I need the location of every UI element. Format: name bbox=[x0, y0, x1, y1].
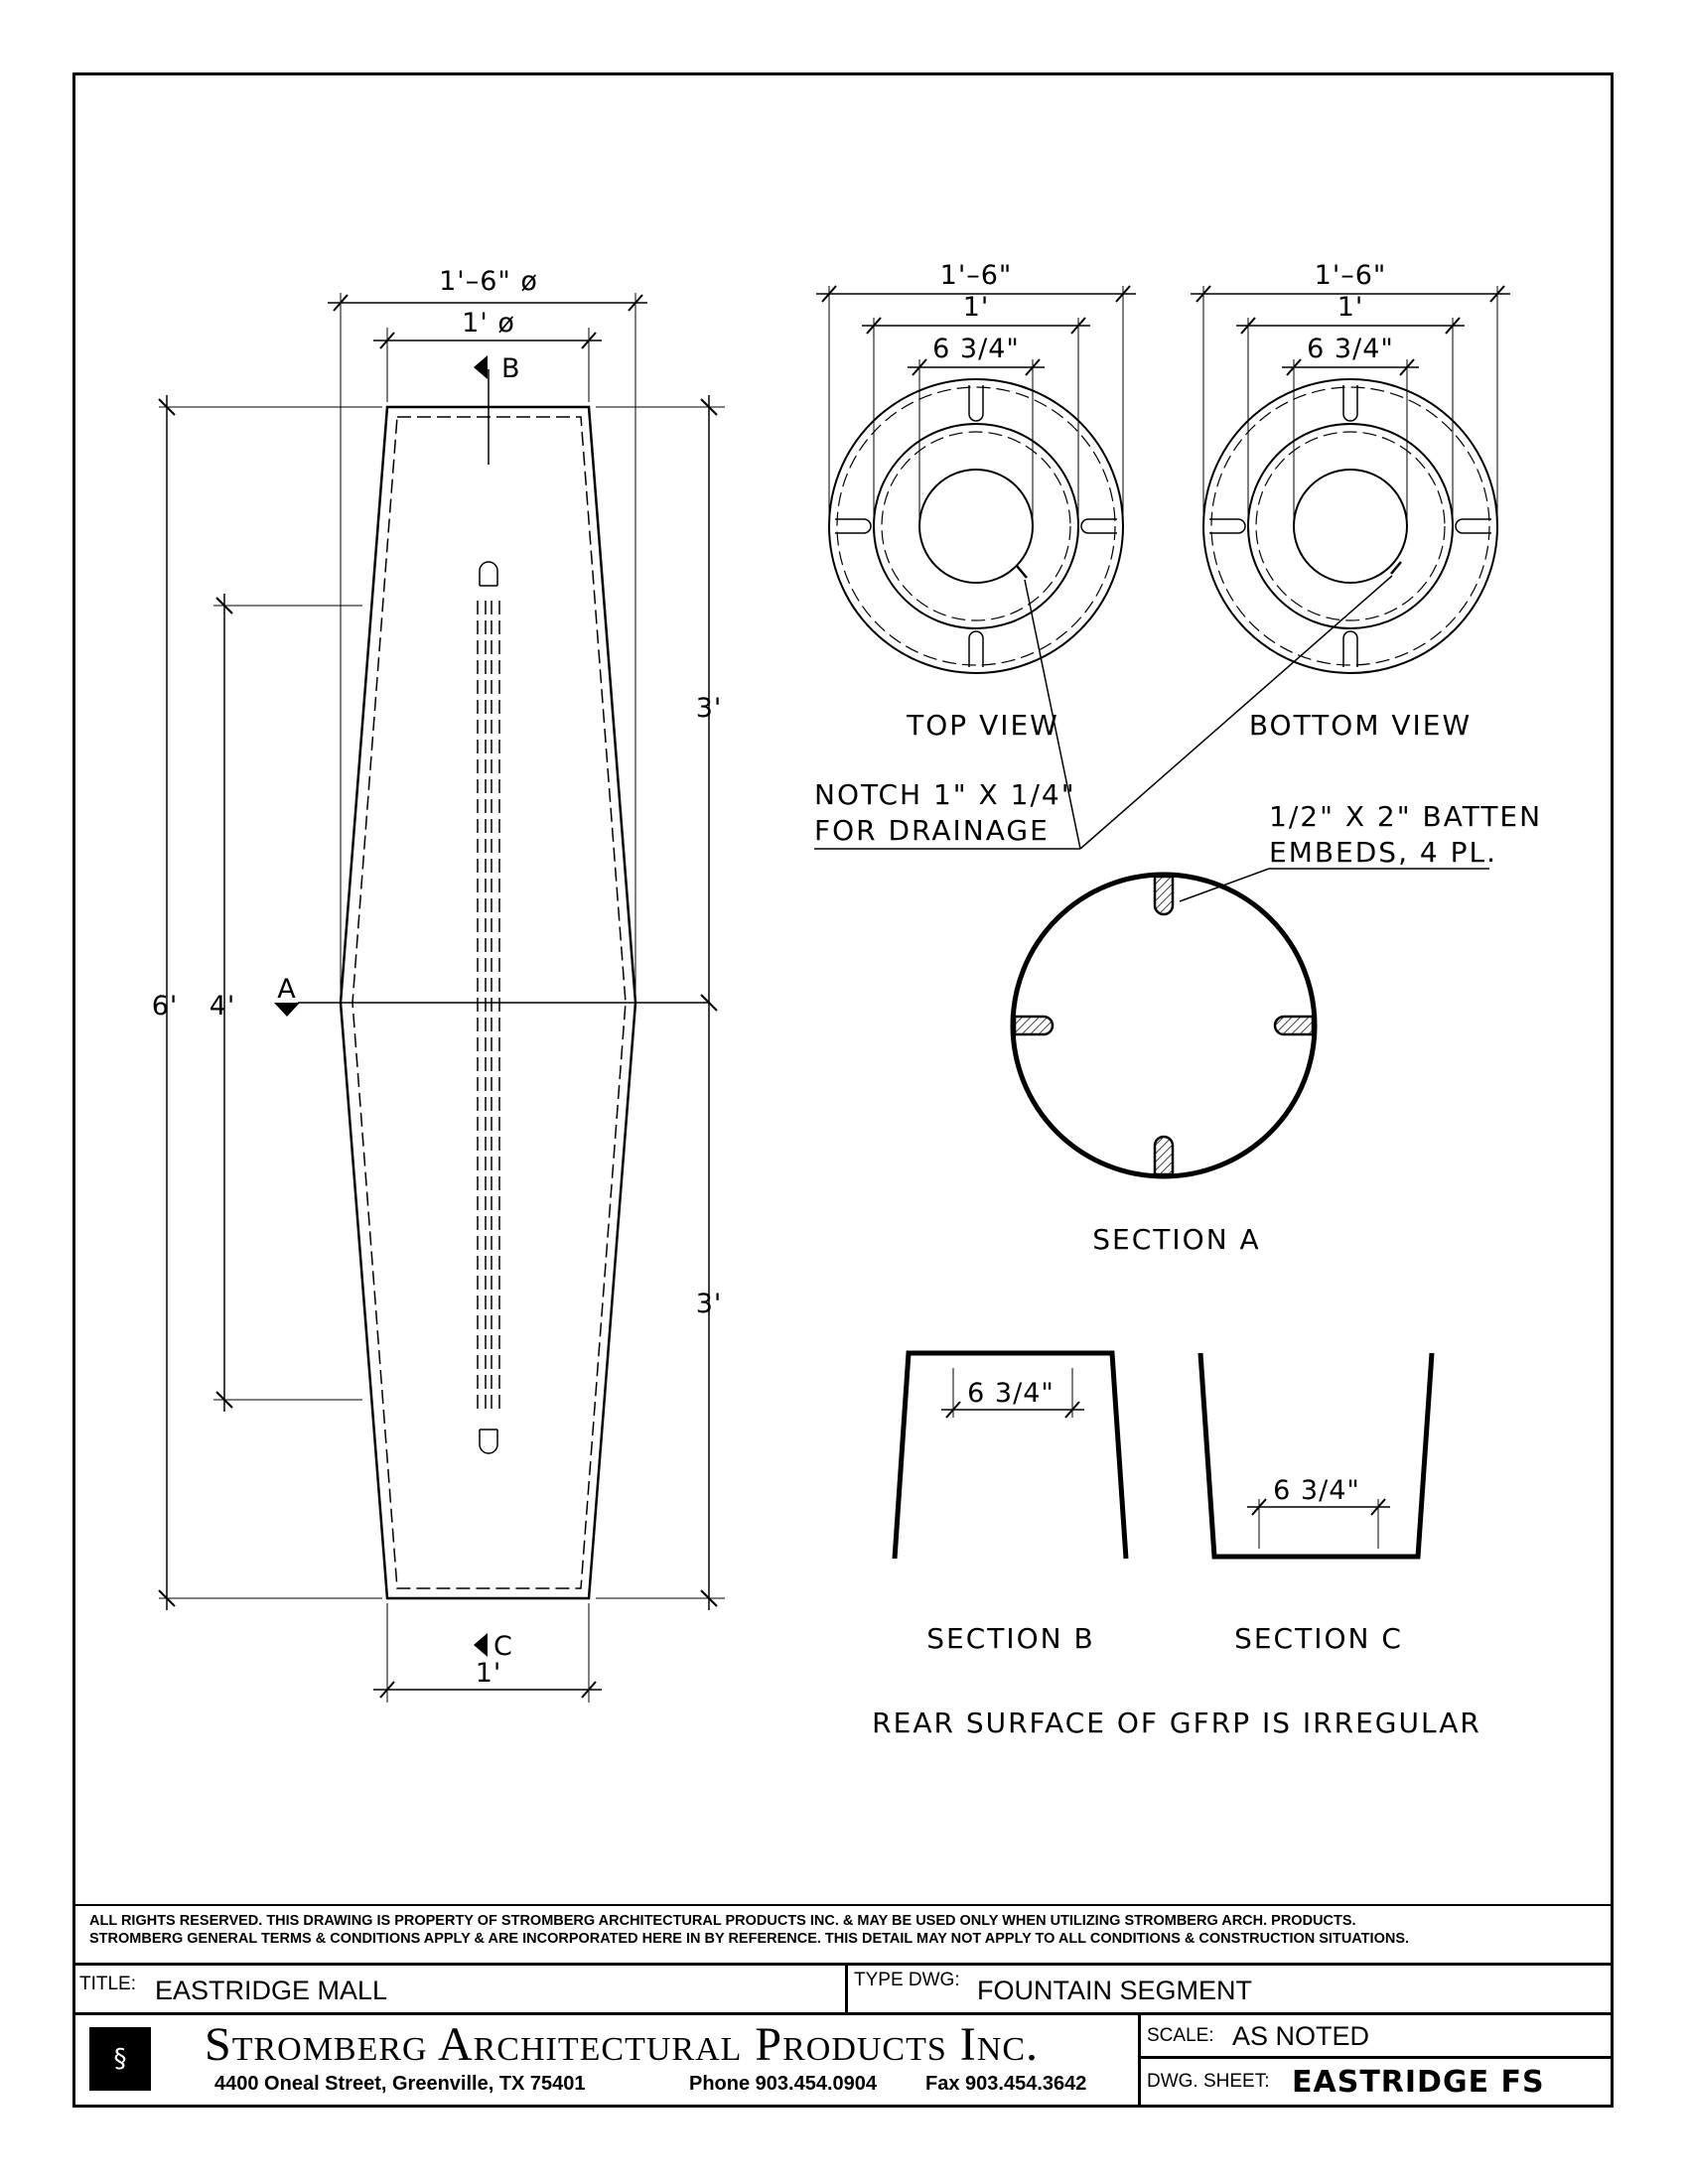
company-row: § Stromberg Architectural Products Inc. … bbox=[75, 2015, 1611, 2105]
bottom-dim-mid: 1' bbox=[1337, 292, 1364, 323]
company-address: 4400 Oneal Street, Greenville, TX 75401 bbox=[214, 2073, 586, 2095]
section-a-label: SECTION A bbox=[1092, 1223, 1260, 1256]
bottom-view-label: BOTTOM VIEW bbox=[1249, 709, 1472, 742]
batten-note-line2: EMBEDS, 4 PL. bbox=[1269, 836, 1497, 869]
scale-caption: SCALE: bbox=[1147, 2025, 1214, 2046]
batten-slot bbox=[479, 561, 498, 586]
drawing-border bbox=[72, 72, 1614, 2108]
notch-note-line1: NOTCH 1" X 1/4" bbox=[814, 778, 1076, 811]
bottom-view bbox=[1191, 285, 1510, 674]
legal-notice: ALL RIGHTS RESERVED. THIS DRAWING IS PRO… bbox=[75, 1904, 1611, 1966]
top-view-label: TOP VIEW bbox=[906, 709, 1059, 742]
top-dim-outer: 1'–6" bbox=[940, 260, 1013, 291]
section-a-letter: A bbox=[277, 974, 296, 1005]
section-c-dim: 6 3/4" bbox=[1273, 1475, 1360, 1506]
dim-bottom: 1' bbox=[476, 1658, 502, 1689]
sheet-caption: DWG. SHEET: bbox=[1147, 2071, 1270, 2092]
title-row: TITLE: EASTRIDGE MALL TYPE DWG: FOUNTAIN… bbox=[75, 1966, 1611, 2015]
title-cell: TITLE: EASTRIDGE MALL bbox=[75, 1966, 848, 2012]
scale-row: SCALE: AS NOTED bbox=[1141, 2015, 1611, 2059]
notch-note-line2: FOR DRAINAGE bbox=[814, 814, 1050, 847]
dim-lower-half: 3' bbox=[696, 1289, 723, 1319]
logo-mark-icon: § bbox=[113, 2044, 127, 2074]
sheet-row: DWG. SHEET: EASTRIDGE FS bbox=[1141, 2059, 1611, 2105]
scale-value: AS NOTED bbox=[1232, 2021, 1370, 2051]
section-b-marker bbox=[474, 355, 488, 379]
dim-upper-half: 3' bbox=[696, 693, 723, 724]
company-fax: Fax 903.454.3642 bbox=[925, 2073, 1087, 2095]
elevation-view bbox=[158, 293, 725, 1703]
type-value: FOUNTAIN SEGMENT bbox=[977, 1976, 1253, 2005]
scale-sheet-box: SCALE: AS NOTED DWG. SHEET: EASTRIDGE FS bbox=[1138, 2015, 1611, 2105]
section-b-label: SECTION B bbox=[926, 1622, 1094, 1655]
top-dim-mid: 1' bbox=[963, 292, 990, 323]
section-a bbox=[1010, 872, 1318, 1179]
legal-line-2: STROMBERG GENERAL TERMS & CONDITIONS APP… bbox=[89, 1931, 1410, 1947]
dim-height-total: 6' bbox=[152, 991, 179, 1022]
company-logo: § bbox=[89, 2027, 151, 2091]
type-caption: TYPE DWG: bbox=[854, 1970, 960, 1990]
bottom-dim-outer: 1'–6" bbox=[1315, 260, 1387, 291]
company-name: Stromberg Architectural Products Inc. bbox=[205, 2018, 1039, 2071]
section-b-letter: B bbox=[501, 353, 521, 384]
title-block: ALL RIGHTS RESERVED. THIS DRAWING IS PRO… bbox=[75, 1904, 1611, 2105]
rear-surface-note: REAR SURFACE OF GFRP IS IRREGULAR bbox=[872, 1706, 1481, 1739]
section-a-marker bbox=[274, 1003, 300, 1017]
type-cell: TYPE DWG: FOUNTAIN SEGMENT bbox=[848, 1966, 1611, 2012]
section-b-dim: 6 3/4" bbox=[967, 1378, 1055, 1409]
section-c-letter: C bbox=[493, 1631, 513, 1662]
legal-line-1: ALL RIGHTS RESERVED. THIS DRAWING IS PRO… bbox=[89, 1913, 1356, 1929]
title-caption: TITLE: bbox=[79, 1974, 137, 1994]
title-value: EASTRIDGE MALL bbox=[155, 1976, 388, 2005]
top-dim-inner: 6 3/4" bbox=[932, 334, 1020, 364]
section-c-marker bbox=[474, 1633, 488, 1657]
dim-height-inner: 4' bbox=[210, 991, 236, 1022]
dim-top-inner: 1' ø bbox=[462, 308, 515, 339]
bottom-dim-inner: 6 3/4" bbox=[1307, 334, 1394, 364]
batten-note-line1: 1/2" X 2" BATTEN bbox=[1269, 800, 1542, 833]
top-view bbox=[816, 285, 1136, 674]
section-c-label: SECTION C bbox=[1234, 1622, 1403, 1655]
section-c bbox=[1197, 1352, 1435, 1560]
section-b bbox=[892, 1350, 1129, 1560]
sheet-value: EASTRIDGE FS bbox=[1292, 2065, 1545, 2100]
dim-top-outer: 1'–6" ø bbox=[439, 266, 538, 297]
company-phone: Phone 903.454.0904 bbox=[689, 2073, 878, 2095]
